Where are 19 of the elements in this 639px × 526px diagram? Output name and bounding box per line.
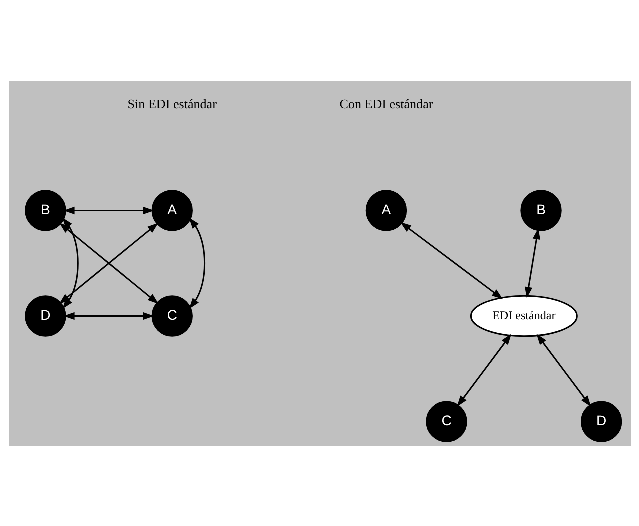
- node-circle: B: [520, 190, 562, 231]
- node-ellipse: EDI estándar: [470, 294, 578, 337]
- node-circle: A: [365, 190, 407, 231]
- arrow: [400, 222, 503, 299]
- label: Sin EDI estándar: [127, 96, 216, 112]
- node-circle: C: [151, 295, 192, 336]
- arrow: [188, 217, 206, 309]
- arrow: [536, 333, 591, 406]
- node-circle: D: [24, 295, 66, 336]
- arrow: [62, 217, 78, 309]
- node-circle: A: [151, 190, 192, 231]
- node-circle: B: [24, 190, 66, 231]
- arrow: [456, 333, 512, 406]
- node-circle: D: [580, 400, 622, 442]
- arrow: [63, 206, 154, 214]
- arrow: [524, 228, 540, 298]
- label: Con EDI estándar: [339, 96, 433, 112]
- node-circle: C: [426, 400, 467, 442]
- arrow: [63, 312, 154, 320]
